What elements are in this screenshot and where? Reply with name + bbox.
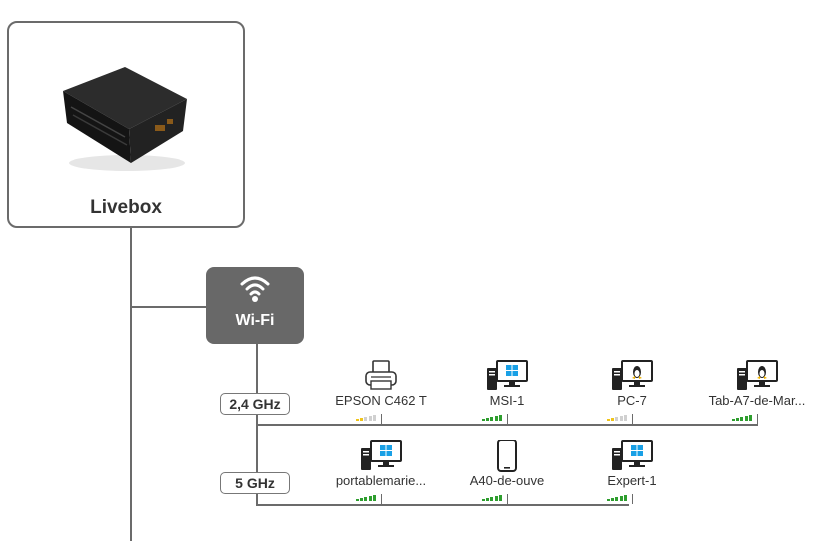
wifi-label: Wi-Fi xyxy=(235,312,275,329)
band-badge-5ghz: 5 GHz xyxy=(220,472,290,494)
device-label: portablemarie... xyxy=(335,473,427,488)
device-node[interactable]: PC-7 xyxy=(572,360,692,408)
signal-strength-icon xyxy=(732,415,754,421)
livebox-title: Livebox xyxy=(90,197,162,218)
device-connector-line xyxy=(507,414,508,424)
signal-strength-icon xyxy=(607,415,629,421)
windows-pc-icon xyxy=(361,440,402,470)
smartphone-icon xyxy=(497,440,517,472)
windows-pc-icon xyxy=(612,440,653,470)
signal-strength-icon xyxy=(482,495,504,501)
device-label: PC-7 xyxy=(617,393,647,408)
wifi-node[interactable]: Wi-Fi xyxy=(206,267,304,344)
printer-icon xyxy=(365,360,397,390)
device-connector-line xyxy=(381,414,382,424)
device-label: A40-de-ouve xyxy=(469,473,545,488)
signal-strength-icon xyxy=(356,415,378,421)
device-connector-line xyxy=(632,414,633,424)
device-connector-line xyxy=(632,494,633,504)
wifi-branch-line xyxy=(130,306,206,308)
windows-pc-icon xyxy=(487,360,528,390)
signal-strength-icon xyxy=(482,415,504,421)
device-node[interactable]: portablemarie... xyxy=(321,440,441,488)
device-label: EPSON C462 T xyxy=(335,393,427,408)
device-node[interactable]: A40-de-ouve xyxy=(447,440,567,488)
device-label: Tab-A7-de-Mar... xyxy=(708,393,806,408)
device-label: MSI-1 xyxy=(489,393,525,408)
band-badge-2-4ghz: 2,4 GHz xyxy=(220,393,290,415)
trunk-line xyxy=(130,228,132,541)
wifi-icon xyxy=(240,276,270,302)
device-connector-line xyxy=(757,414,758,424)
linux-pc-icon xyxy=(612,360,653,390)
device-connector-line xyxy=(507,494,508,504)
band-24-bus xyxy=(256,424,758,426)
device-node[interactable]: Tab-A7-de-Mar... xyxy=(697,360,817,408)
livebox-card[interactable]: Livebox xyxy=(7,21,245,228)
band-5-bus xyxy=(256,504,629,506)
signal-strength-icon xyxy=(356,495,378,501)
device-node[interactable]: EPSON C462 T xyxy=(321,360,441,408)
livebox-router-image xyxy=(63,67,187,171)
device-connector-line xyxy=(381,494,382,504)
device-node[interactable]: MSI-1 xyxy=(447,360,567,408)
device-label: Expert-1 xyxy=(607,473,657,488)
device-node[interactable]: Expert-1 xyxy=(572,440,692,488)
signal-strength-icon xyxy=(607,495,629,501)
linux-pc-icon xyxy=(737,360,778,390)
